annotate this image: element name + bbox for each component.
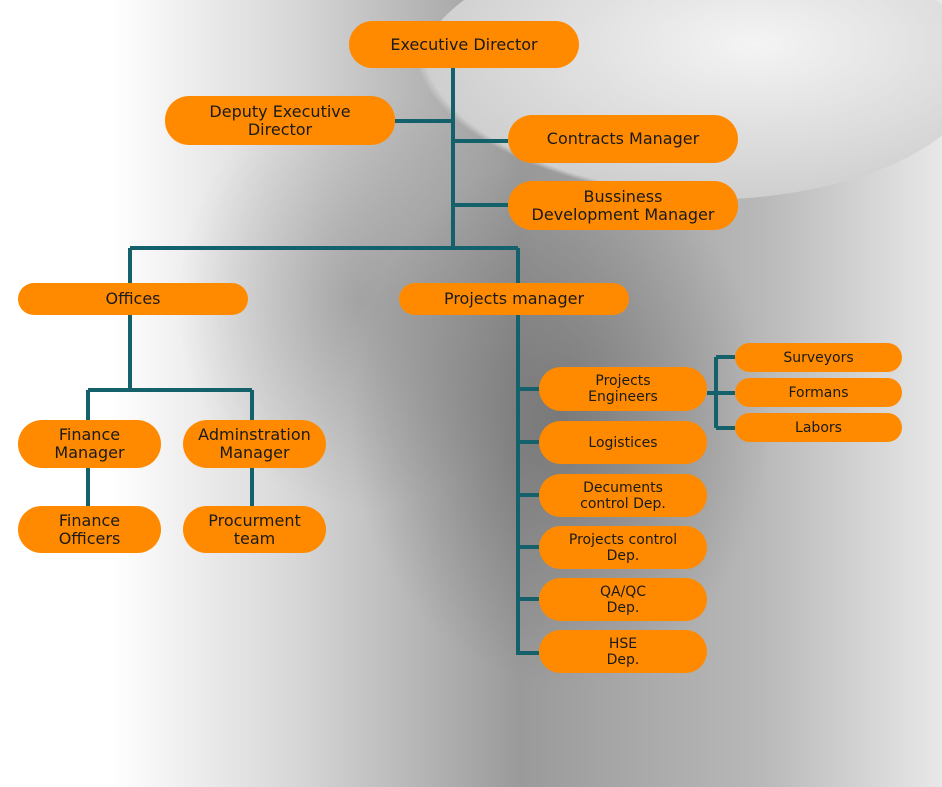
node-procurement-team: Procurment team [183,506,326,553]
node-executive-director: Executive Director [349,21,579,68]
node-projects-control: Projects control Dep. [539,526,707,569]
node-administration-manager: Adminstration Manager [183,420,326,468]
node-finance-officers: Finance Officers [18,506,161,553]
node-business-development-manager: Bussiness Development Manager [508,181,738,230]
node-projects-manager: Projects manager [399,283,629,315]
node-projects-engineers: Projects Engineers [539,367,707,411]
node-offices: Offices [18,283,248,315]
node-foremen: Formans [735,378,902,407]
node-qa-qc: QA/QC Dep. [539,578,707,621]
node-surveyors: Surveyors [735,343,902,372]
node-contracts-manager: Contracts Manager [508,115,738,163]
node-logistics: Logistices [539,421,707,464]
node-labors: Labors [735,413,902,442]
node-hse: HSE Dep. [539,630,707,673]
node-deputy-executive-director: Deputy Executive Director [165,96,395,145]
node-finance-manager: Finance Manager [18,420,161,468]
node-documents-control: Decuments control Dep. [539,474,707,517]
